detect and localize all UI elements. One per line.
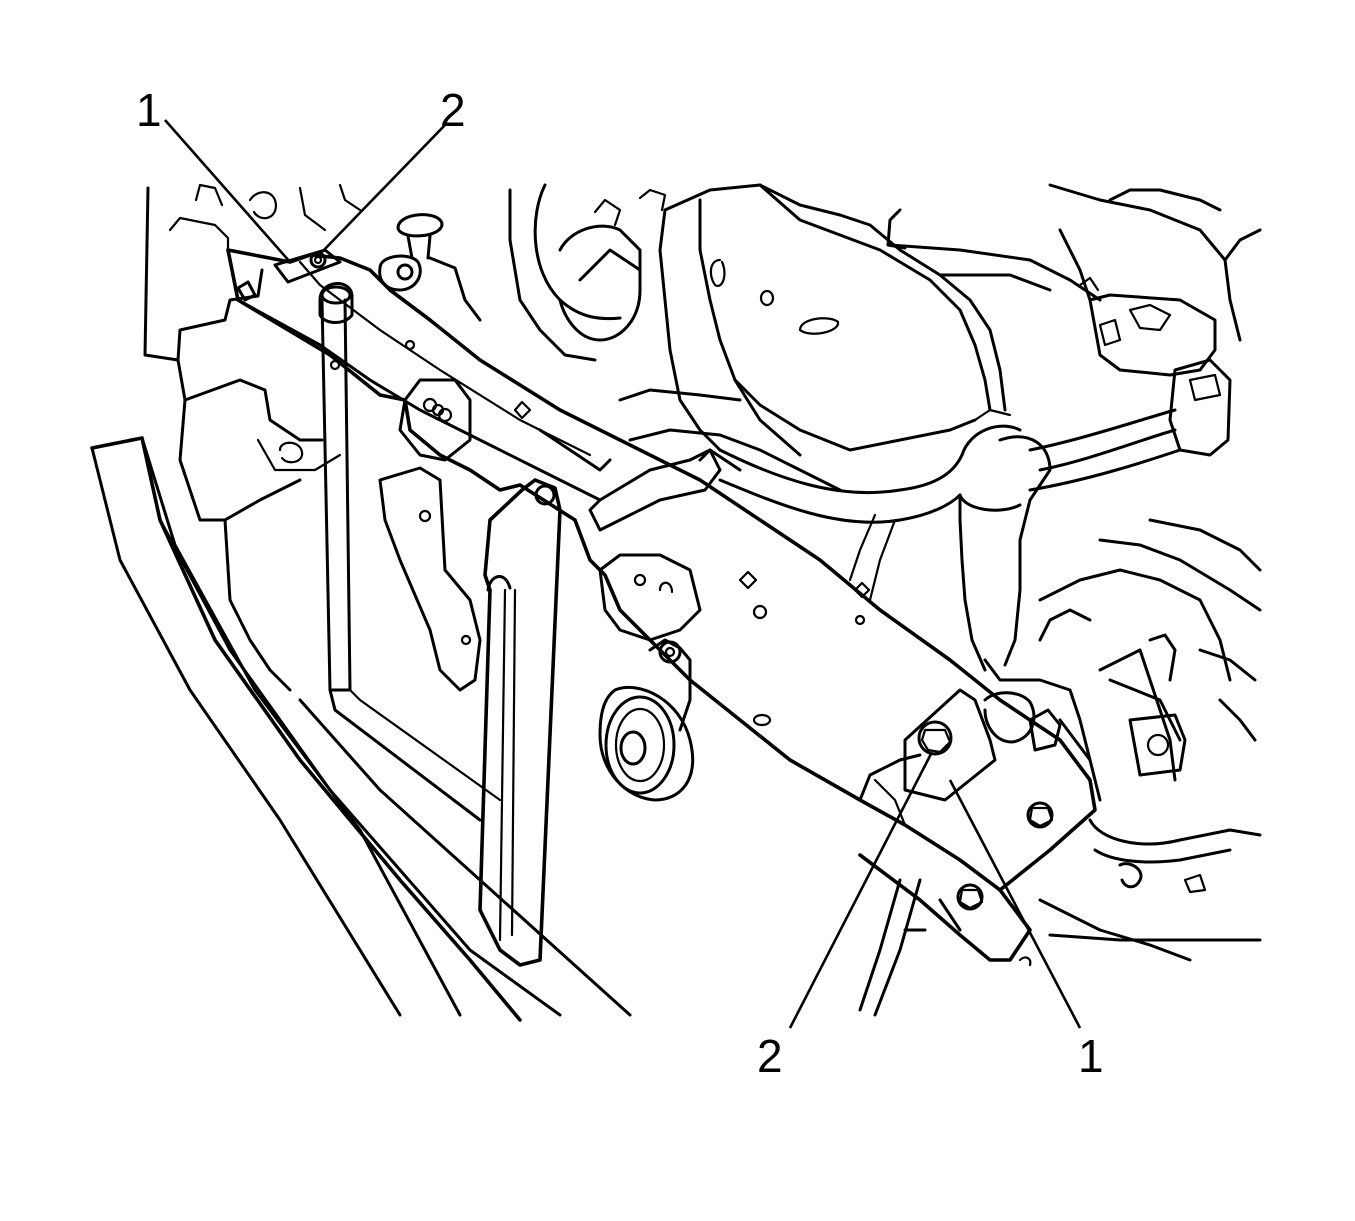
right-bracket [588,448,742,642]
callout-label: 1 [136,84,162,136]
engine-cover [658,183,1102,457]
radiator-panel [320,298,502,822]
leader-top-left-1 [164,119,291,263]
callout-label: 2 [440,84,466,136]
callout-label: 2 [757,1030,783,1082]
right-electrical [1028,183,1262,492]
leader-top-left-2 [321,124,446,253]
horn [598,638,695,802]
right-lower-components [1018,518,1262,967]
hood-latch-support [478,478,562,967]
front-fascia [90,436,632,1022]
lower-rods [848,513,962,1017]
right-fastener-area [903,658,1102,911]
leader-bottom-right-2 [788,751,934,1029]
left-bracket-assembly [236,213,482,324]
upper-hoses [508,183,964,524]
lower-left-plate [378,466,482,692]
callout-labels: 1 2 2 1 [136,84,1104,1082]
left-side-structure [143,183,362,692]
leader-bottom-right-1 [948,779,1082,1029]
callout-label: 1 [1078,1030,1104,1082]
callout-leaders [164,119,1082,1029]
upper-radiator-support [226,248,1097,962]
center-bracket [398,378,612,472]
coolant-hose [958,408,1052,672]
